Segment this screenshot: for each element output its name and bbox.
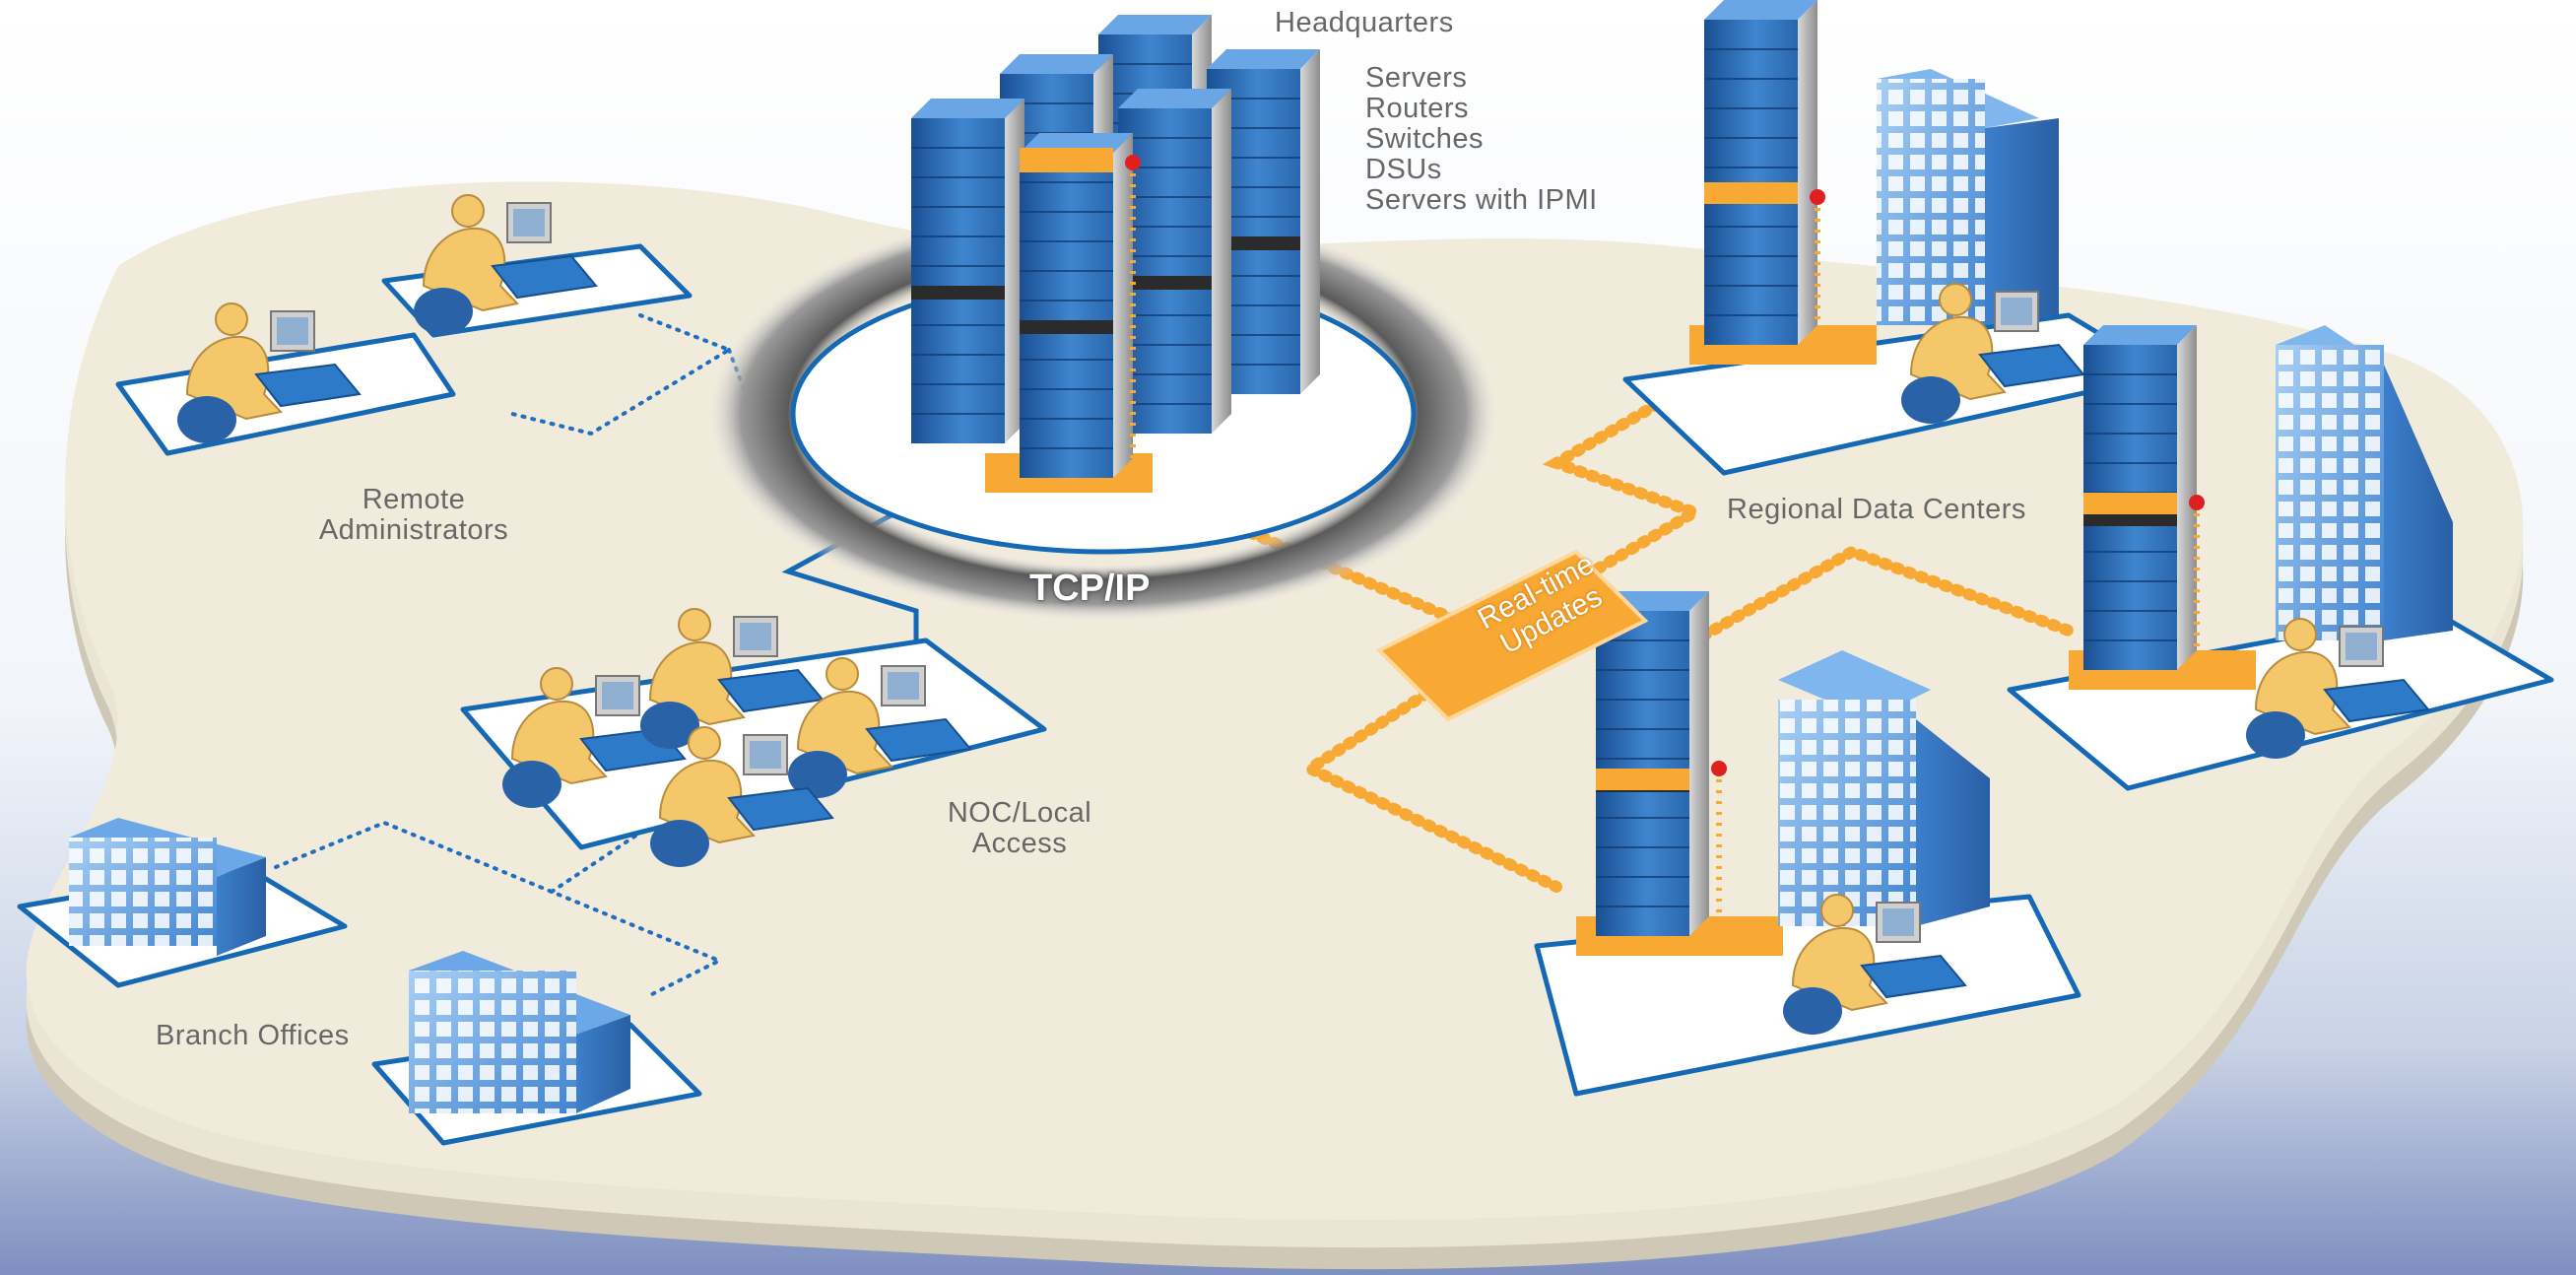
office-building-icon bbox=[1877, 69, 2059, 325]
regional-dc-3 bbox=[1534, 590, 2081, 1097]
tcp-ip-label: TCP/IP bbox=[1029, 568, 1151, 609]
server-rack-icon bbox=[1019, 132, 1134, 479]
remote-admin-pads bbox=[115, 194, 693, 456]
headquarters-label: Headquarters bbox=[1275, 7, 1454, 38]
hq-item: Servers with IPMI bbox=[1365, 184, 1598, 216]
hq-item: Servers bbox=[1365, 62, 1468, 94]
label-line: NOC/Local bbox=[947, 797, 1092, 829]
hq-server-cluster bbox=[910, 14, 1321, 493]
hq-item: Routers bbox=[1365, 93, 1470, 124]
office-building-icon bbox=[1778, 650, 1990, 926]
hq-item: DSUs bbox=[1365, 154, 1442, 185]
hq-item: Switches bbox=[1365, 123, 1485, 155]
regional-dc-1 bbox=[1622, 0, 2170, 476]
realtime-updates-badge bbox=[1375, 549, 1649, 722]
remote-administrators-label: Remote Administrators bbox=[296, 485, 532, 546]
regional-dc-2 bbox=[2007, 324, 2554, 791]
label-line: Access bbox=[971, 828, 1068, 859]
noc-local-access-label: NOC/Local Access bbox=[906, 798, 1133, 859]
hq-items-list: Servers Routers Switches DSUs Servers wi… bbox=[1365, 63, 1598, 216]
regional-data-centers-label: Regional Data Centers bbox=[1727, 494, 2026, 525]
office-building-icon bbox=[409, 951, 630, 1113]
office-building-icon bbox=[2276, 325, 2453, 640]
office-building-icon bbox=[69, 818, 266, 956]
label-line: Remote bbox=[362, 484, 466, 515]
noc-pad bbox=[460, 608, 1047, 868]
label-line: Administrators bbox=[318, 514, 509, 546]
branch-offices bbox=[17, 818, 702, 1146]
branch-offices-label: Branch Offices bbox=[156, 1020, 350, 1051]
